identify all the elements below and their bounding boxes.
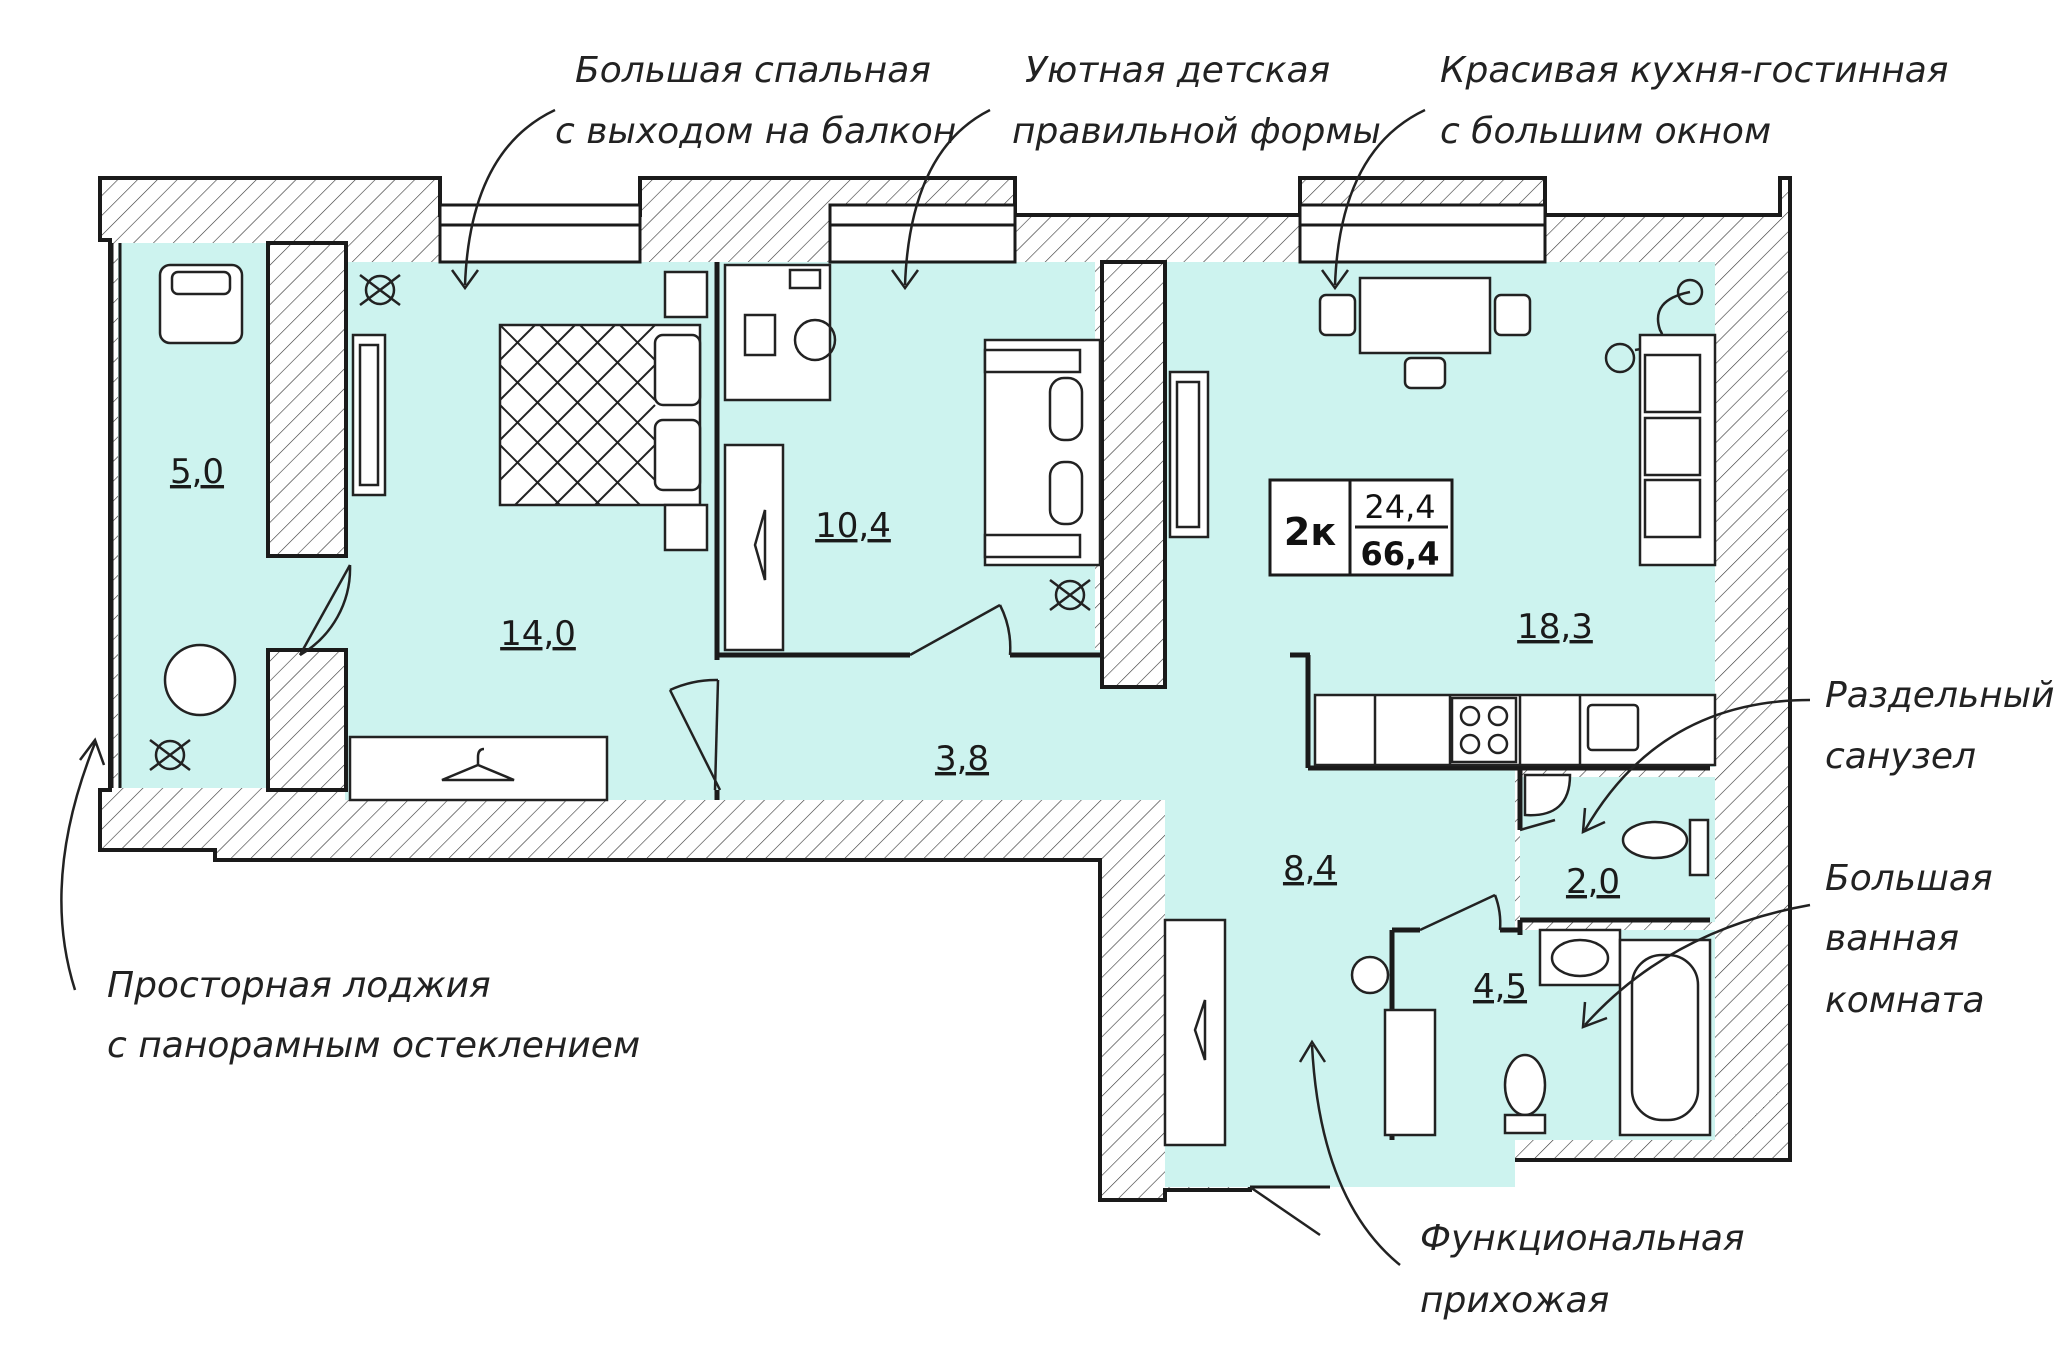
- hanger-icon: [441, 747, 515, 782]
- wall-loggia-bedroom-top: [266, 241, 348, 558]
- callout-kitchen-line1: Красивая кухня-гостинная: [1440, 50, 1948, 91]
- shoe-rack-icon: [1350, 955, 1437, 1137]
- callout-bedroom-line2: с выходом на балкон: [555, 111, 956, 152]
- area-kids-room: 10,4: [815, 506, 891, 546]
- callout-toilet-line1: Раздельный: [1825, 675, 2055, 716]
- wall-loggia-bedroom-bottom: [266, 648, 348, 792]
- sofa-icon: [1638, 333, 1717, 567]
- armchair-icon: [158, 263, 244, 345]
- callout-kitchen-line2: с большим окном: [1440, 111, 1771, 152]
- desk-icon: [723, 263, 832, 402]
- door-gap-loggia: [268, 555, 348, 650]
- callouts: Большая спальная с выходом на балкон Уют…: [107, 50, 2055, 1321]
- bed-icon: [498, 323, 702, 507]
- corridor-room: [605, 650, 1165, 800]
- wall-kids-kitchen: [1100, 260, 1167, 689]
- sofa-icon: [983, 338, 1102, 567]
- nightstand-icon: [663, 503, 709, 552]
- badge-living-area: 24,4: [1364, 488, 1435, 526]
- area-hallway: 8,4: [1283, 849, 1337, 889]
- area-bathroom: 4,5: [1473, 967, 1527, 1007]
- area-toilet: 2,0: [1566, 862, 1620, 902]
- tv-icon: [1168, 370, 1210, 539]
- hanger-icon: [753, 509, 767, 581]
- round-table-icon: [163, 643, 237, 717]
- callout-loggia-line1: Просторная лоджия: [107, 965, 491, 1006]
- badge-rooms: 2к: [1284, 510, 1336, 554]
- callout-bathroom-line3: комната: [1825, 980, 1985, 1021]
- washbasin-icon: [1523, 773, 1572, 817]
- callout-arrows: [60, 108, 1811, 1266]
- dining-table-icon: [1318, 276, 1532, 390]
- tv-icon: [351, 333, 387, 497]
- nightstand-icon: [663, 270, 709, 319]
- wardrobe-icon: [348, 735, 609, 802]
- callout-kids-line1: Уютная детская: [1025, 50, 1330, 91]
- toilet-icon: [1621, 818, 1710, 877]
- area-kitchen-living: 18,3: [1517, 607, 1593, 647]
- callout-toilet-line2: санузел: [1825, 736, 1976, 777]
- chair-icon: [793, 318, 837, 362]
- area-corridor: 3,8: [935, 739, 989, 779]
- sink-icon: [1586, 703, 1640, 752]
- windows: [438, 203, 1547, 1189]
- area-loggia: 5,0: [170, 452, 224, 492]
- apartment-badge: 2к 24,4 66,4: [1268, 478, 1454, 577]
- area-bedroom: 14,0: [500, 614, 576, 654]
- toilet-icon: [1503, 1053, 1547, 1135]
- callout-hallway-line2: прихожая: [1420, 1280, 1609, 1321]
- callout-bathroom-line1: Большая: [1825, 858, 1993, 899]
- area-labels: 5,0 14,0 10,4 3,8 18,3 8,4 2,0 4,5: [170, 452, 1620, 1007]
- stove-icon: [1450, 696, 1518, 764]
- plant-icon: [359, 274, 401, 306]
- bathtub-icon: [1618, 938, 1712, 1137]
- callout-loggia-line2: с панорамным остеклением: [107, 1025, 640, 1066]
- wardrobe-icon: [723, 443, 785, 652]
- plant-icon: [149, 739, 191, 771]
- callout-bedroom-line1: Большая спальная: [575, 50, 931, 91]
- callout-kids-line2: правильной формы: [1012, 111, 1381, 152]
- hanger-icon: [1193, 999, 1207, 1061]
- loggia-glazing: [110, 243, 122, 788]
- plant-icon: [1049, 579, 1091, 611]
- badge-total-area: 66,4: [1361, 535, 1440, 573]
- callout-bathroom-line2: ванная: [1825, 918, 1959, 959]
- doors: [298, 564, 1556, 1237]
- washbasin-icon: [1538, 928, 1622, 987]
- callout-hallway-line1: Функциональная: [1420, 1218, 1745, 1259]
